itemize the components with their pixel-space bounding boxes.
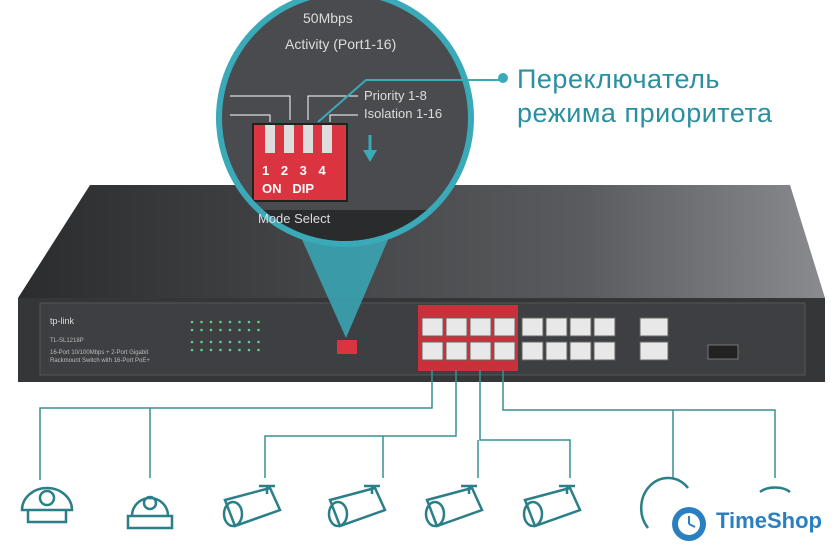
bullet-camera-icon — [522, 484, 582, 528]
led — [257, 340, 260, 344]
dip-switch-small — [337, 340, 357, 354]
rj45-port — [545, 317, 568, 337]
led — [257, 348, 260, 352]
rj45-port — [545, 341, 568, 361]
rj45-port — [569, 317, 592, 337]
rj45-port — [593, 317, 616, 337]
brand-logo: tp-link — [50, 316, 75, 326]
led — [200, 328, 203, 332]
led — [200, 320, 203, 324]
highlighted-ports — [418, 305, 518, 371]
led — [200, 348, 203, 352]
led — [190, 348, 194, 352]
dip-numbers: 1 2 3 4 — [262, 163, 330, 178]
led — [209, 328, 213, 332]
rj45-port — [493, 341, 516, 361]
led — [247, 340, 251, 344]
led — [238, 328, 241, 332]
rj45-port — [569, 341, 592, 361]
description-line-2: Rackmount Switch with 16-Port PoE+ — [50, 358, 150, 364]
rj45-port — [445, 317, 468, 337]
led — [190, 328, 194, 332]
led — [257, 328, 260, 332]
rj45-port — [421, 317, 444, 337]
led — [219, 328, 222, 332]
led — [209, 320, 213, 324]
bullet-camera-icon — [327, 484, 387, 528]
led — [219, 320, 222, 324]
rj45-port — [421, 341, 444, 361]
rj45-ports — [421, 317, 669, 361]
led — [257, 320, 260, 324]
rj45-port — [521, 341, 544, 361]
rj45-port — [469, 341, 492, 361]
dome-camera-icon — [759, 486, 791, 494]
led — [247, 328, 251, 332]
magnifier-pointer — [300, 235, 390, 338]
model-label: TL-SL1218P — [50, 338, 84, 344]
callout-line-1: Переключатель — [517, 64, 720, 94]
led — [228, 340, 232, 344]
led — [247, 320, 251, 324]
mode-select-label: Mode Select — [258, 211, 331, 226]
dome-camera-icon — [639, 476, 689, 529]
switch-top — [18, 185, 825, 298]
led — [209, 348, 213, 352]
led — [238, 340, 241, 344]
cameras — [20, 476, 791, 530]
rj45-port — [521, 317, 544, 337]
led-grid — [190, 320, 260, 352]
dome-camera-icon — [126, 496, 174, 530]
led — [238, 348, 241, 352]
rj45-port — [593, 341, 616, 361]
callout-line-2: режима приоритета — [517, 98, 773, 128]
led — [200, 340, 203, 344]
dome-camera-icon — [20, 486, 74, 524]
rj45-port — [469, 317, 492, 337]
isolation-label: Isolation 1-16 — [364, 106, 443, 121]
led — [238, 320, 241, 324]
led — [228, 328, 232, 332]
bullet-camera-icon — [424, 484, 484, 528]
watermark-logo: TimeShop — [716, 508, 822, 533]
led — [219, 340, 222, 344]
priority-label: Priority 1-8 — [364, 88, 427, 103]
callout-dot — [498, 73, 508, 83]
gigabit-port — [639, 341, 669, 361]
description-line-1: 16-Port 10/100Mbps + 2-Port Gigabit — [50, 350, 149, 356]
led — [219, 348, 222, 352]
callout-text: Переключатель режима приоритета — [517, 62, 773, 130]
bullet-camera-icon — [222, 484, 282, 528]
activity-label: Activity (Port1-16) — [285, 36, 397, 52]
sfp-port — [707, 344, 739, 360]
dip-text: ON DIP — [262, 181, 315, 196]
rj45-port — [445, 341, 468, 361]
led — [247, 348, 251, 352]
cables — [39, 370, 776, 480]
led — [190, 340, 194, 344]
led — [190, 320, 194, 324]
rj45-port — [493, 317, 516, 337]
clock-logo-icon — [672, 507, 706, 541]
led — [228, 348, 232, 352]
gigabit-port — [639, 317, 669, 337]
led — [209, 340, 213, 344]
led — [228, 320, 232, 324]
magnifier-top-partial: 50Mbps — [303, 10, 353, 26]
